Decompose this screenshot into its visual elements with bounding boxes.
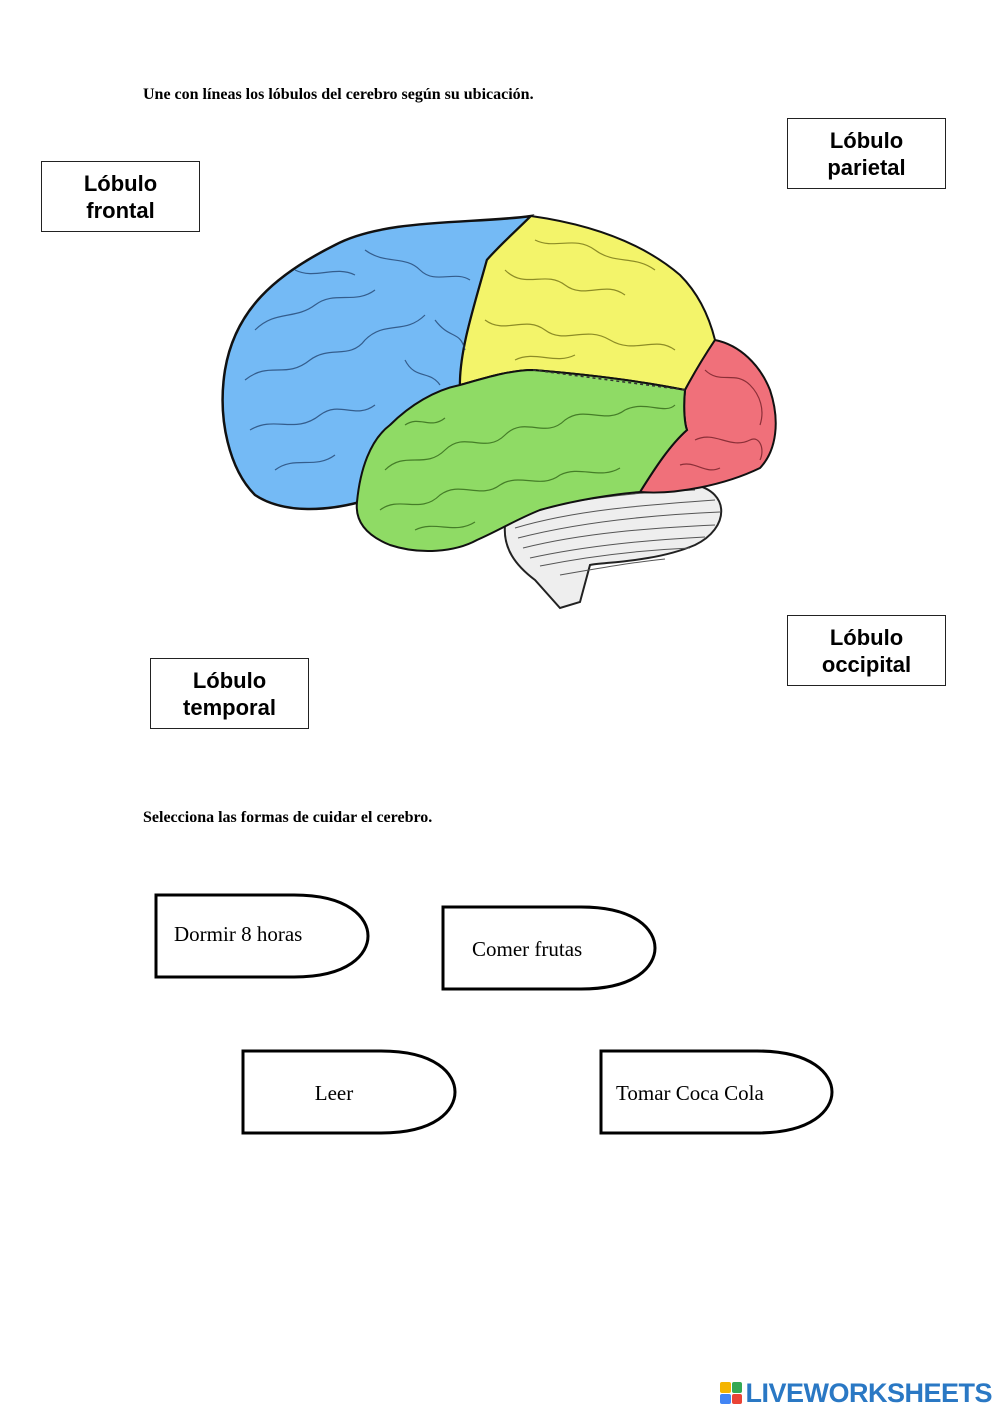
label-temporal-line1: Lóbulo	[192, 667, 267, 693]
label-box-parietal[interactable]: Lóbulo parietal	[787, 118, 946, 189]
choice-shape	[154, 893, 370, 979]
choice-comer-frutas[interactable]: Comer frutas	[441, 905, 657, 991]
choice-dormir-8-horas[interactable]: Dormir 8 horas	[154, 893, 370, 979]
choice-label: Dormir 8 horas	[174, 921, 303, 946]
liveworksheets-logo: LIVEWORKSHEETS	[720, 1378, 992, 1408]
label-occipital-line1: Lóbulo	[829, 624, 904, 650]
occipital-gyri	[679, 369, 763, 471]
choice-shape	[441, 905, 657, 991]
choice-tomar-coca-cola[interactable]: Tomar Coca Cola	[599, 1049, 834, 1135]
choice-shape	[599, 1049, 834, 1135]
label-parietal-line1: Lóbulo	[829, 127, 904, 153]
brand-name: LIVEWORKSHEETS	[745, 1377, 992, 1408]
choice-shape	[241, 1049, 457, 1135]
frontal-gyri	[244, 249, 471, 471]
label-box-temporal[interactable]: Lóbulo temporal	[150, 658, 309, 729]
label-frontal-line1: Lóbulo	[83, 170, 158, 196]
choice-label: Comer frutas	[472, 936, 583, 961]
choice-leer[interactable]: Leer	[241, 1049, 457, 1135]
choice-label: Tomar Coca Cola	[616, 1080, 764, 1105]
instruction-select-care: Selecciona las formas de cuidar el cereb…	[143, 809, 433, 826]
label-occipital-line2: occipital	[821, 651, 912, 677]
label-box-frontal[interactable]: Lóbulo frontal	[41, 161, 200, 232]
temporal-gyri	[379, 404, 676, 531]
choice-label: Leer	[314, 1080, 354, 1105]
parietal-temporal-border	[532, 369, 686, 391]
label-frontal-line2: frontal	[86, 197, 155, 223]
instruction-match-lobes: Une con líneas los lóbulos del cerebro s…	[143, 86, 534, 103]
parietal-gyri	[484, 239, 676, 361]
brain-diagram	[221, 214, 777, 610]
label-temporal-line2: temporal	[183, 694, 276, 720]
label-box-occipital[interactable]: Lóbulo occipital	[787, 615, 946, 686]
label-parietal-line2: parietal	[827, 154, 906, 180]
liveworksheets-logo-icon	[720, 1382, 743, 1404]
